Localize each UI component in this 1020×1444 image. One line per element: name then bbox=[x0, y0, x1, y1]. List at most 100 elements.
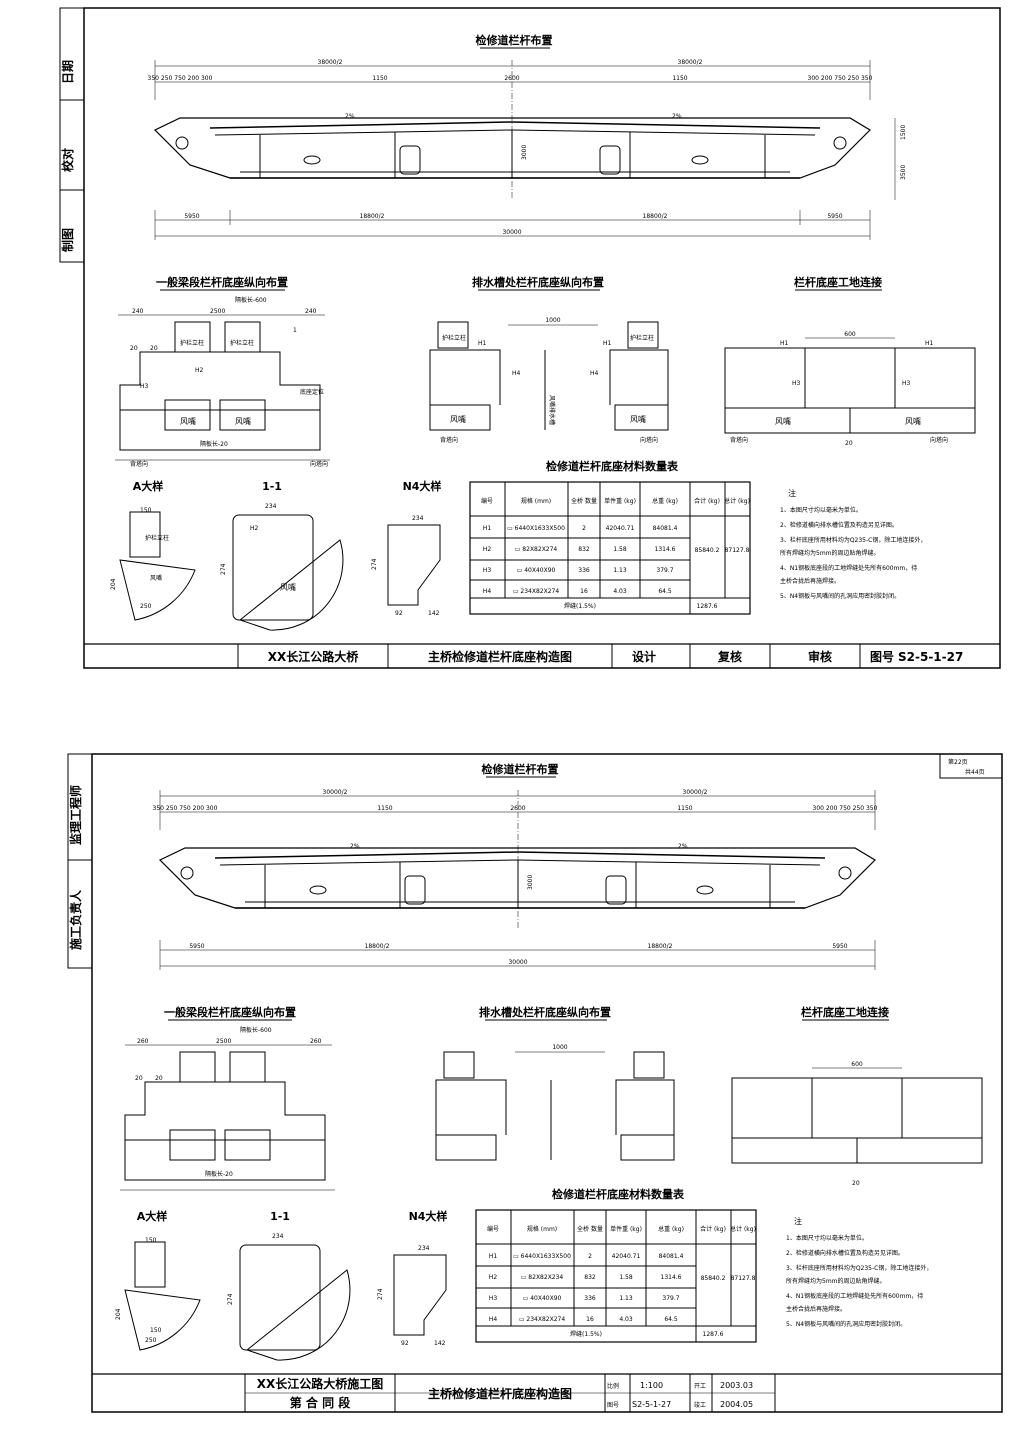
n4-dim-4: 142 bbox=[428, 610, 440, 617]
th-unit: 单件重 (kg) bbox=[604, 497, 636, 505]
dim-bottom-1: 5950 bbox=[184, 213, 199, 220]
table-cell: 832 bbox=[578, 546, 590, 553]
dir-tower-1: 向塔向 bbox=[310, 460, 328, 468]
sheet-1-drawing: 日期 校对 制图 检修道栏杆布置 38000/2 38000/2 350 250… bbox=[59, 7, 1001, 669]
n4-dim-1: 234 bbox=[412, 515, 424, 522]
dim-side-h: 1500 bbox=[900, 125, 907, 140]
table-cell: H2 bbox=[489, 1274, 498, 1281]
n4-dim-2: 274 bbox=[371, 558, 378, 570]
dim-height-b: 3500 bbox=[900, 165, 907, 180]
drawing-sheet-2: 监理工程师 施工负责人 第22页 共44页 检修道栏杆布置 30000/2 30… bbox=[0, 740, 1020, 1440]
site-joint-detail: 600 20 bbox=[731, 1061, 983, 1187]
slope-right: 2% bbox=[678, 843, 688, 850]
section-mark: 1 bbox=[293, 327, 297, 334]
dim-center: 2600 bbox=[510, 805, 525, 812]
tb-review: 审核 bbox=[808, 649, 832, 664]
dim-height-a: 3000 bbox=[527, 875, 534, 890]
table-cell: 1.13 bbox=[619, 1295, 633, 1302]
side-strip bbox=[67, 753, 93, 969]
dim-mid-right: 1150 bbox=[677, 805, 692, 812]
tb-project: XX长江公路大桥 bbox=[268, 649, 360, 664]
detail-a-wind: 风嘴 bbox=[150, 574, 162, 582]
side-label-check: 校对 bbox=[60, 148, 75, 172]
section-wind: 风嘴 bbox=[280, 582, 296, 592]
title-detail-a: A大样 bbox=[137, 1209, 168, 1223]
th-spec: 规格 (mm) bbox=[527, 1225, 557, 1233]
title-section: 1-1 bbox=[262, 480, 282, 493]
table-cell: H3 bbox=[489, 1295, 498, 1302]
table-cell: ▭ 234X82X274 bbox=[513, 588, 560, 595]
detail-a-dim-4: 250 bbox=[145, 1337, 157, 1344]
th-total: 总重 (kg) bbox=[658, 1225, 684, 1233]
dim-bottom-3: 18800/2 bbox=[648, 943, 673, 950]
tb-no: S2-5-1-27 bbox=[632, 1400, 671, 1409]
tb-contract: 第 合 同 段 bbox=[290, 1395, 352, 1410]
table-cell: 336 bbox=[584, 1295, 596, 1302]
layout-top-dimensions: 38000/2 38000/2 350 250 750 200 300 300 … bbox=[148, 59, 873, 200]
detail-a-dim-1: 150 bbox=[140, 507, 152, 514]
side-label-supervisor: 监理工程师 bbox=[68, 785, 83, 845]
drain-slot-label: 风嘴排水槽 bbox=[548, 395, 556, 425]
dim-site: 600 bbox=[851, 1061, 863, 1068]
side-label-date: 日期 bbox=[60, 60, 75, 84]
dim-gen-top-1: 260 bbox=[137, 1038, 149, 1045]
note-4: 4、N1钢板底座段的工地焊缝处先所有600mm，待 bbox=[780, 564, 917, 572]
title-block-2: XX长江公路大桥施工图 第 合 同 段 主桥检修道栏杆底座构造图 比例 1:10… bbox=[92, 1373, 1002, 1412]
post-label-2: 护栏立柱 bbox=[230, 339, 254, 347]
note-5: 5、N4钢板与风嘴间的孔洞应用密封胶封闭。 bbox=[786, 1320, 906, 1328]
tb-no-label: 图号 bbox=[870, 649, 894, 664]
tb-check: 复核 bbox=[717, 649, 742, 664]
table-cell: ▭ 40X40X90 bbox=[523, 1295, 562, 1302]
table-cell: 16 bbox=[580, 588, 588, 595]
th-unit: 单件重 (kg) bbox=[610, 1225, 642, 1233]
wind-label-1: 风嘴 bbox=[180, 416, 196, 426]
tb-no-label: 图号 bbox=[607, 1402, 619, 1409]
dim-length-top: 隔板长-600 bbox=[235, 296, 267, 304]
dim-bottom-2: 18800/2 bbox=[365, 943, 390, 950]
h2-label: H2 bbox=[195, 367, 204, 374]
tb-end: 2004.05 bbox=[720, 1400, 753, 1409]
detail-a-drawing: 150 护栏立柱 204 风嘴 250 bbox=[110, 507, 196, 621]
detail-a-dim-4: 250 bbox=[140, 603, 152, 610]
tb-scale-label: 比例 bbox=[607, 1382, 619, 1390]
dim-total: 30000 bbox=[502, 229, 521, 236]
detail-a-dim-2: 204 bbox=[115, 1308, 122, 1320]
n4-dim-3: 92 bbox=[395, 610, 403, 617]
base-position-label: 底座定位 bbox=[300, 388, 324, 396]
table-weld-label: 焊缝(1.5%) bbox=[564, 602, 596, 610]
table-weld-value: 1287.6 bbox=[697, 603, 718, 610]
drain-detail: 1000 护栏立柱 护栏立柱 风嘴 风嘴 风嘴排水槽 H1 H1 H4 H4 背… bbox=[429, 317, 669, 444]
layout-bottom-dimensions: 5950 18800/2 18800/2 5950 30000 bbox=[159, 940, 876, 970]
table-cell: 42040.71 bbox=[606, 525, 635, 532]
slope-left: 2% bbox=[345, 113, 355, 120]
dim-site: 600 bbox=[844, 331, 856, 338]
table-cell: ▭ 82X82X274 bbox=[515, 546, 558, 553]
title-detail-n4: N4大样 bbox=[403, 479, 442, 493]
dim-site-gap: 20 bbox=[845, 440, 853, 447]
table-grand-total: 87127.8 bbox=[725, 547, 750, 554]
table-cell: 1.58 bbox=[613, 546, 627, 553]
table-grand-total: 87127.8 bbox=[731, 1275, 756, 1282]
wind-label-3: 风嘴 bbox=[450, 414, 466, 424]
n4-dim-1: 234 bbox=[418, 1245, 430, 1252]
table-cell: 379.7 bbox=[662, 1295, 679, 1302]
dim-gen-top-3: 240 bbox=[305, 308, 317, 315]
note-5: 5、N4钢板与风嘴间的孔洞应用密封胶封闭。 bbox=[780, 592, 900, 600]
drain-h4-right: H4 bbox=[590, 370, 599, 377]
dim-mid-left: 1150 bbox=[372, 75, 387, 82]
dim-mid-right: 1150 bbox=[672, 75, 687, 82]
dim-bottom-2: 18800/2 bbox=[360, 213, 385, 220]
dim-bottom-3: 18800/2 bbox=[643, 213, 668, 220]
dim-length-bottom: 隔板长-20 bbox=[205, 1170, 233, 1178]
table-cell: 64.5 bbox=[664, 1316, 678, 1323]
notes-1: 注 1、本图尺寸均以毫米为单位。 2、检修道横向排水槽位置及构造另见详图。 3、… bbox=[780, 488, 926, 600]
note-2: 2、检修道横向排水槽位置及构造另见详图。 bbox=[786, 1249, 904, 1257]
dim-half-left: 38000/2 bbox=[318, 59, 343, 66]
dim-half-right: 30000/2 bbox=[683, 789, 708, 796]
table-cell: 16 bbox=[586, 1316, 594, 1323]
th-grand: 总计 (kg) bbox=[724, 497, 750, 505]
h3-label: H3 bbox=[140, 383, 149, 390]
site-h1-left: H1 bbox=[780, 340, 789, 347]
sheet-border bbox=[83, 7, 1001, 669]
table-cell: 832 bbox=[584, 1274, 596, 1281]
